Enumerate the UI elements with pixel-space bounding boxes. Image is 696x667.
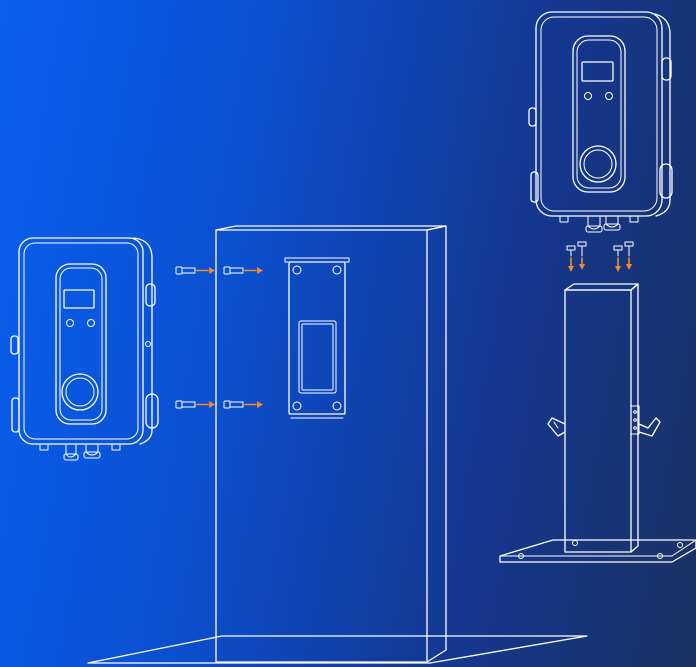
mounting-bracket-icon xyxy=(285,258,349,418)
screw-arrow-top-right xyxy=(224,267,263,274)
screw-arrow-post-right-a xyxy=(614,246,622,272)
screw-arrow-post-left-a xyxy=(567,246,575,272)
screw-arrow-top-left xyxy=(176,267,215,274)
ev-charger-left xyxy=(11,238,158,460)
screw-arrow-bottom-right xyxy=(224,401,263,408)
slim-post xyxy=(500,284,696,562)
screw-arrow-bottom-left xyxy=(176,401,215,408)
cable-hook-icon-left xyxy=(548,418,565,436)
screw-arrow-post-left-b xyxy=(578,242,586,270)
large-pedestal xyxy=(88,226,587,663)
ev-charger-top-right xyxy=(529,12,672,232)
cable-hook-icon-right xyxy=(631,406,660,436)
screw-arrow-post-right-b xyxy=(625,242,633,270)
